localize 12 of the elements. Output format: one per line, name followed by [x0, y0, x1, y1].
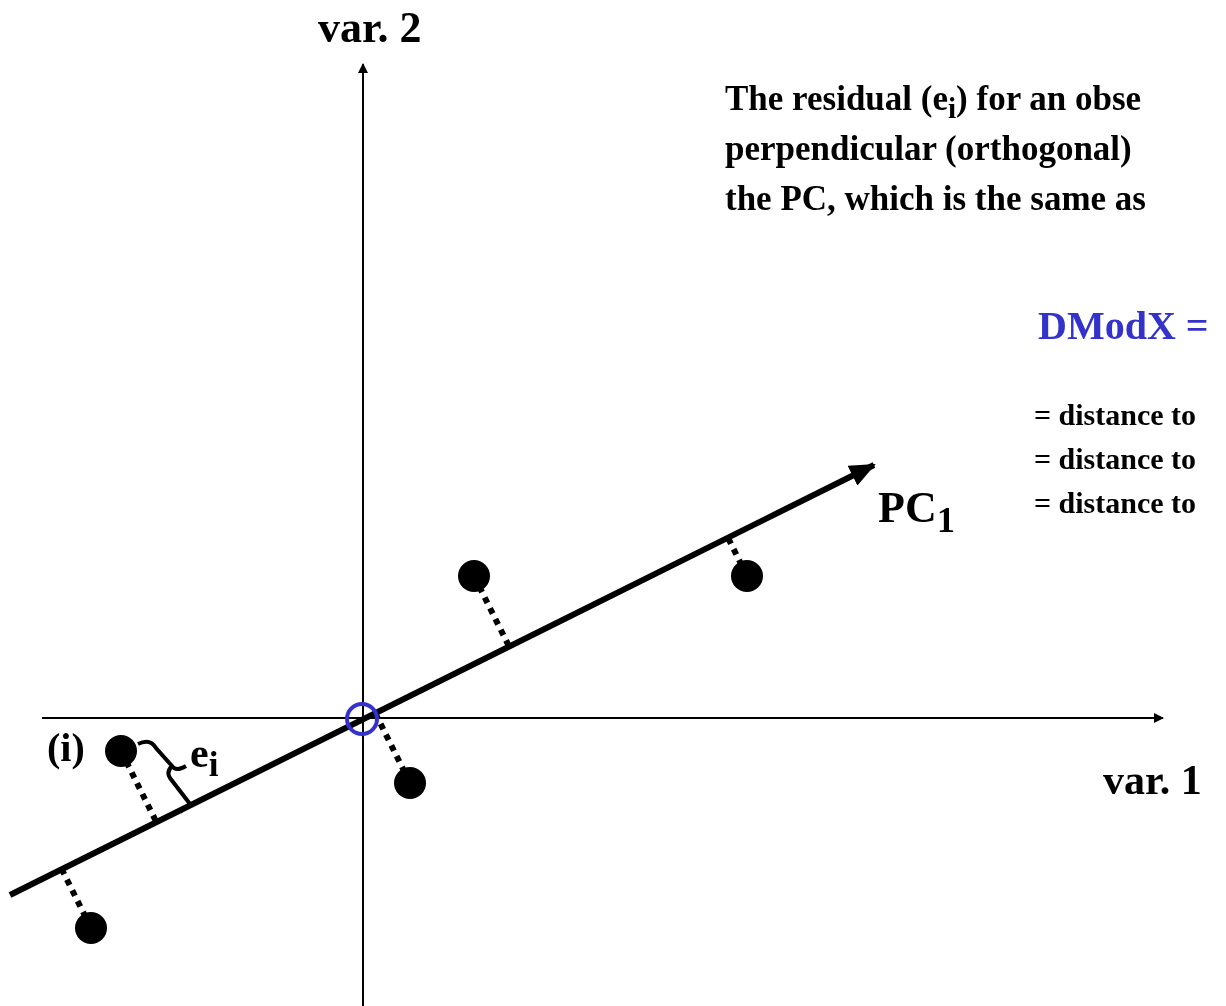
annotation-text: The residual (e$_{i}$) for an obse: [725, 80, 1142, 125]
residual-label: e$_{i}$: [190, 730, 219, 785]
formula-text: DModX =: [1038, 304, 1209, 348]
axis-label: var. 1: [1103, 757, 1202, 804]
annotation-text: perpendicular (orthogonal): [725, 130, 1132, 169]
annotation-text: = distance to: [1034, 442, 1197, 475]
point-label: (i): [47, 726, 85, 770]
line-label: PC$_{1}$: [878, 484, 955, 541]
axis-label: var. 2: [318, 4, 422, 53]
annotation-text: = distance to: [1034, 398, 1197, 431]
annotation-text: = distance to: [1034, 486, 1197, 519]
annotation-text: the PC, which is the same as: [725, 180, 1146, 219]
